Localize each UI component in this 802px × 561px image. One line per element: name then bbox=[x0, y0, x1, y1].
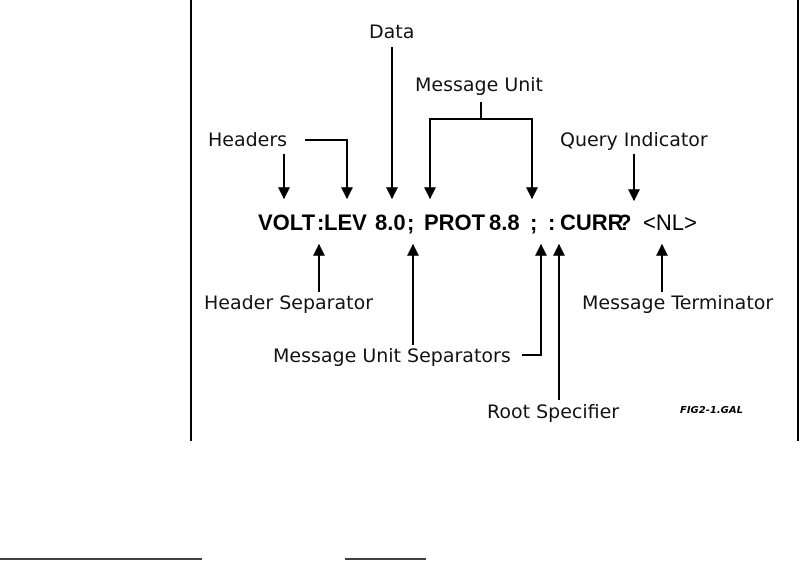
label-message-terminator: Message Terminator bbox=[582, 292, 773, 314]
cmd-colon-2: : bbox=[548, 210, 555, 235]
cmd-value-1: 8.0 bbox=[375, 210, 406, 235]
cmd-semicolon-2: ; bbox=[530, 210, 537, 235]
label-message-unit-separators: Message Unit Separators bbox=[273, 345, 511, 367]
command-line: VOLT : LEV 8.0 ; PROT 8.8 ; : CURR ? <NL… bbox=[258, 210, 697, 235]
label-figure-id: FIG2-1.GAL bbox=[680, 405, 743, 416]
cmd-header-prot: PROT bbox=[424, 210, 486, 235]
arrow-unit-separator-2 bbox=[522, 243, 547, 356]
label-query-indicator: Query Indicator bbox=[560, 129, 708, 151]
cmd-colon-1: : bbox=[317, 210, 324, 235]
cmd-semicolon-1: ; bbox=[407, 210, 414, 235]
cmd-query-mark: ? bbox=[618, 210, 631, 235]
label-headers: Headers bbox=[208, 129, 287, 151]
cmd-terminator: <NL> bbox=[643, 210, 697, 235]
cmd-header-curr: CURR bbox=[560, 210, 624, 235]
cmd-header-volt: VOLT bbox=[258, 210, 316, 235]
label-data: Data bbox=[369, 21, 414, 43]
label-root-specifier: Root Specifier bbox=[487, 401, 619, 423]
arrow-headers-2 bbox=[305, 139, 353, 200]
label-header-separator: Header Separator bbox=[204, 292, 373, 314]
cmd-value-2: 8.8 bbox=[489, 210, 520, 235]
label-message-unit: Message Unit bbox=[415, 74, 543, 96]
cmd-header-lev: LEV bbox=[324, 210, 367, 235]
bracket-message-unit bbox=[424, 118, 538, 200]
